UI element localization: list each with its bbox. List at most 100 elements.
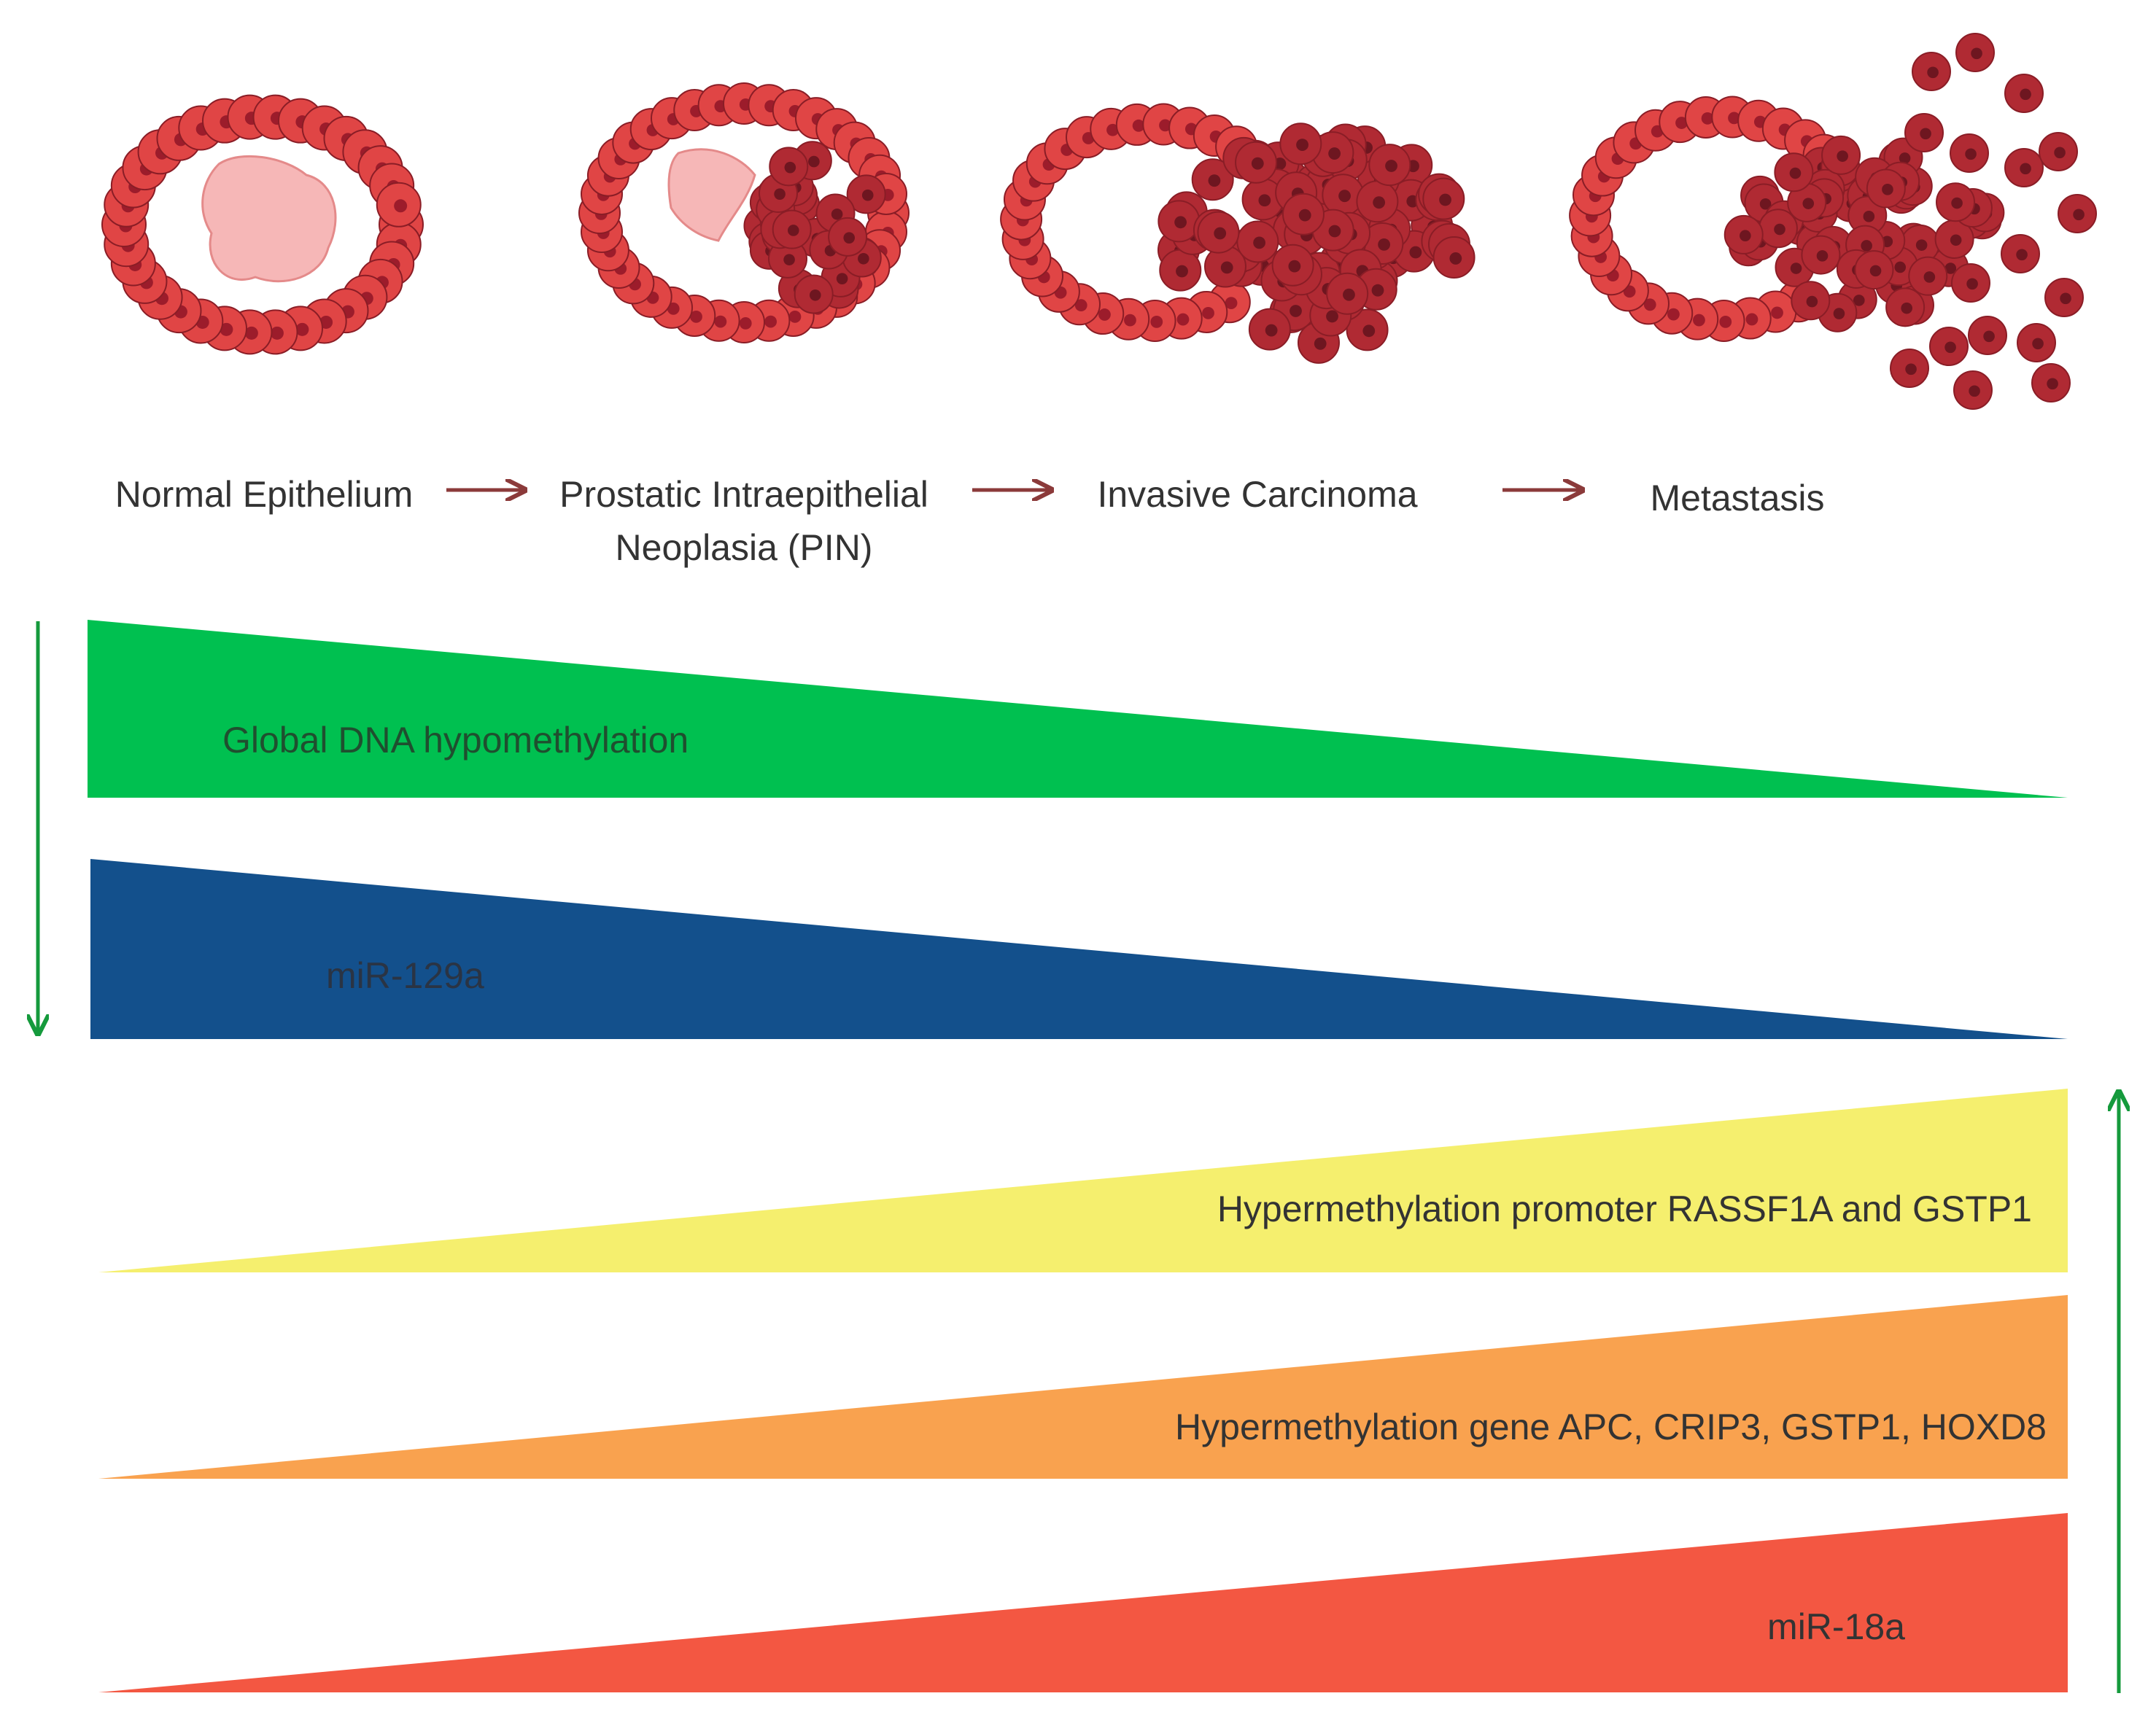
cell-nucleus [1106, 123, 1119, 136]
cell-nucleus [2060, 292, 2071, 305]
hypermethylation-promoter-label: Hypermethylation promoter RASSF1A and GS… [1217, 1189, 2032, 1229]
mir-129a-wedge [90, 859, 2068, 1039]
cell-nucleus [1774, 223, 1785, 236]
stage-label-pin-line1: Prostatic Intraepithelial [559, 474, 928, 515]
cell-nucleus [861, 189, 874, 201]
cell-nucleus [774, 188, 786, 200]
cell-nucleus [1290, 305, 1302, 317]
global-dna-hypomethylation-wedge [88, 620, 2068, 798]
normal-epithelium-illustration [101, 94, 424, 355]
cell-nucleus [1343, 288, 1355, 301]
cell-nucleus [1899, 152, 1911, 164]
cell-nucleus [1969, 385, 1980, 397]
cell-nucleus [1863, 211, 1875, 222]
cell-nucleus [843, 232, 856, 244]
cell-nucleus [1802, 198, 1815, 209]
cell-nucleus [783, 254, 795, 265]
cell-nucleus [2032, 338, 2044, 350]
cell-nucleus [836, 273, 848, 284]
cell-nucleus [1944, 341, 1956, 354]
cell-nucleus [1251, 157, 1264, 170]
cell-nucleus [220, 322, 233, 336]
cell-nucleus [667, 302, 680, 315]
cell-nucleus [1701, 112, 1714, 125]
cell-nucleus [2020, 88, 2031, 101]
cell-nucleus [1296, 139, 1308, 152]
cell-nucleus [1944, 262, 1957, 274]
cell-nucleus [1225, 297, 1238, 310]
cell-nucleus [295, 322, 309, 336]
cell-nucleus [2016, 249, 2028, 261]
cell-nucleus [1265, 324, 1278, 337]
invasive-carcinoma-illustration [1000, 103, 1476, 364]
cell-nucleus [788, 310, 802, 323]
cell-nucleus [1816, 250, 1829, 262]
cell-nucleus [784, 161, 796, 174]
stage-label-metastasis: Metastasis [1651, 478, 1825, 518]
mir-18a-label: miR-18a [1767, 1606, 1905, 1647]
cell-nucleus [1719, 315, 1732, 328]
cell-nucleus [831, 208, 843, 220]
cell-nucleus [1176, 313, 1190, 326]
cell-nucleus [1373, 196, 1386, 209]
cell-nucleus [1326, 310, 1338, 323]
cell-nucleus [1861, 240, 1872, 252]
cell-nucleus [1124, 314, 1136, 327]
mir-18a-wedge [98, 1513, 2068, 1692]
cell-nucleus [1371, 284, 1384, 297]
cell-nucleus [787, 225, 799, 236]
cell-nucleus [1220, 261, 1233, 274]
cell-nucleus [2054, 147, 2066, 159]
metastasis-illustration [1569, 33, 2097, 410]
cell-nucleus [1176, 265, 1188, 278]
cell-nucleus [1728, 112, 1740, 125]
cell-nucleus [1675, 117, 1688, 129]
cell-nucleus [1920, 128, 1931, 140]
cell-nucleus [1927, 66, 1939, 79]
cell-nucleus [739, 317, 752, 330]
cell-nucleus [1790, 262, 1802, 274]
cell-nucleus [1208, 174, 1221, 187]
cell-nucleus [1174, 216, 1187, 229]
stage-label-pin-line2: Neoplasia (PIN) [616, 527, 873, 568]
cell-nucleus [1298, 209, 1311, 222]
cell-nucleus [1901, 302, 1912, 314]
global-dna-hypomethylation-label: Global DNA hypomethylation [222, 720, 689, 761]
cell-nucleus [1853, 295, 1865, 306]
cell-nucleus [1378, 238, 1391, 251]
cell-nucleus [1314, 337, 1327, 350]
cell-nucleus [714, 315, 727, 328]
stage-label-invasive: Invasive Carcinoma [1097, 474, 1417, 515]
cell-nucleus [1328, 225, 1341, 238]
cell-nucleus [1385, 160, 1397, 172]
cell-nucleus [2020, 163, 2031, 175]
cell-nucleus [1882, 184, 1893, 195]
cell-nucleus [1745, 313, 1758, 326]
cell-nucleus [1328, 147, 1341, 160]
cell-nucleus [1693, 314, 1705, 327]
cell-nucleus [690, 310, 702, 323]
cell-nucleus [1439, 193, 1451, 206]
cell-nucleus [858, 252, 869, 265]
cell-nucleus [1869, 265, 1882, 277]
cell-nucleus [270, 326, 284, 340]
hypermethylation-gene-label: Hypermethylation gene APC, CRIP3, GSTP1,… [1175, 1407, 2047, 1447]
cell-nucleus [1409, 246, 1422, 259]
cell-nucleus [1966, 278, 1978, 290]
cell-nucleus [1965, 148, 1977, 160]
gland-lumen [201, 155, 337, 283]
cell-nucleus [1132, 119, 1145, 132]
cell-nucleus [244, 326, 258, 340]
gland-lumen [667, 148, 756, 242]
cell-nucleus [1759, 198, 1772, 210]
cell-nucleus [1074, 299, 1087, 312]
cell-nucleus [1449, 252, 1462, 265]
cell-nucleus [1667, 308, 1680, 321]
cell-nucleus [1983, 330, 1995, 343]
cell-nucleus [1806, 295, 1818, 308]
cell-nucleus [1159, 119, 1171, 132]
cell-nucleus [1214, 227, 1227, 240]
cell-nucleus [1253, 236, 1266, 249]
cell-nucleus [1098, 308, 1111, 321]
